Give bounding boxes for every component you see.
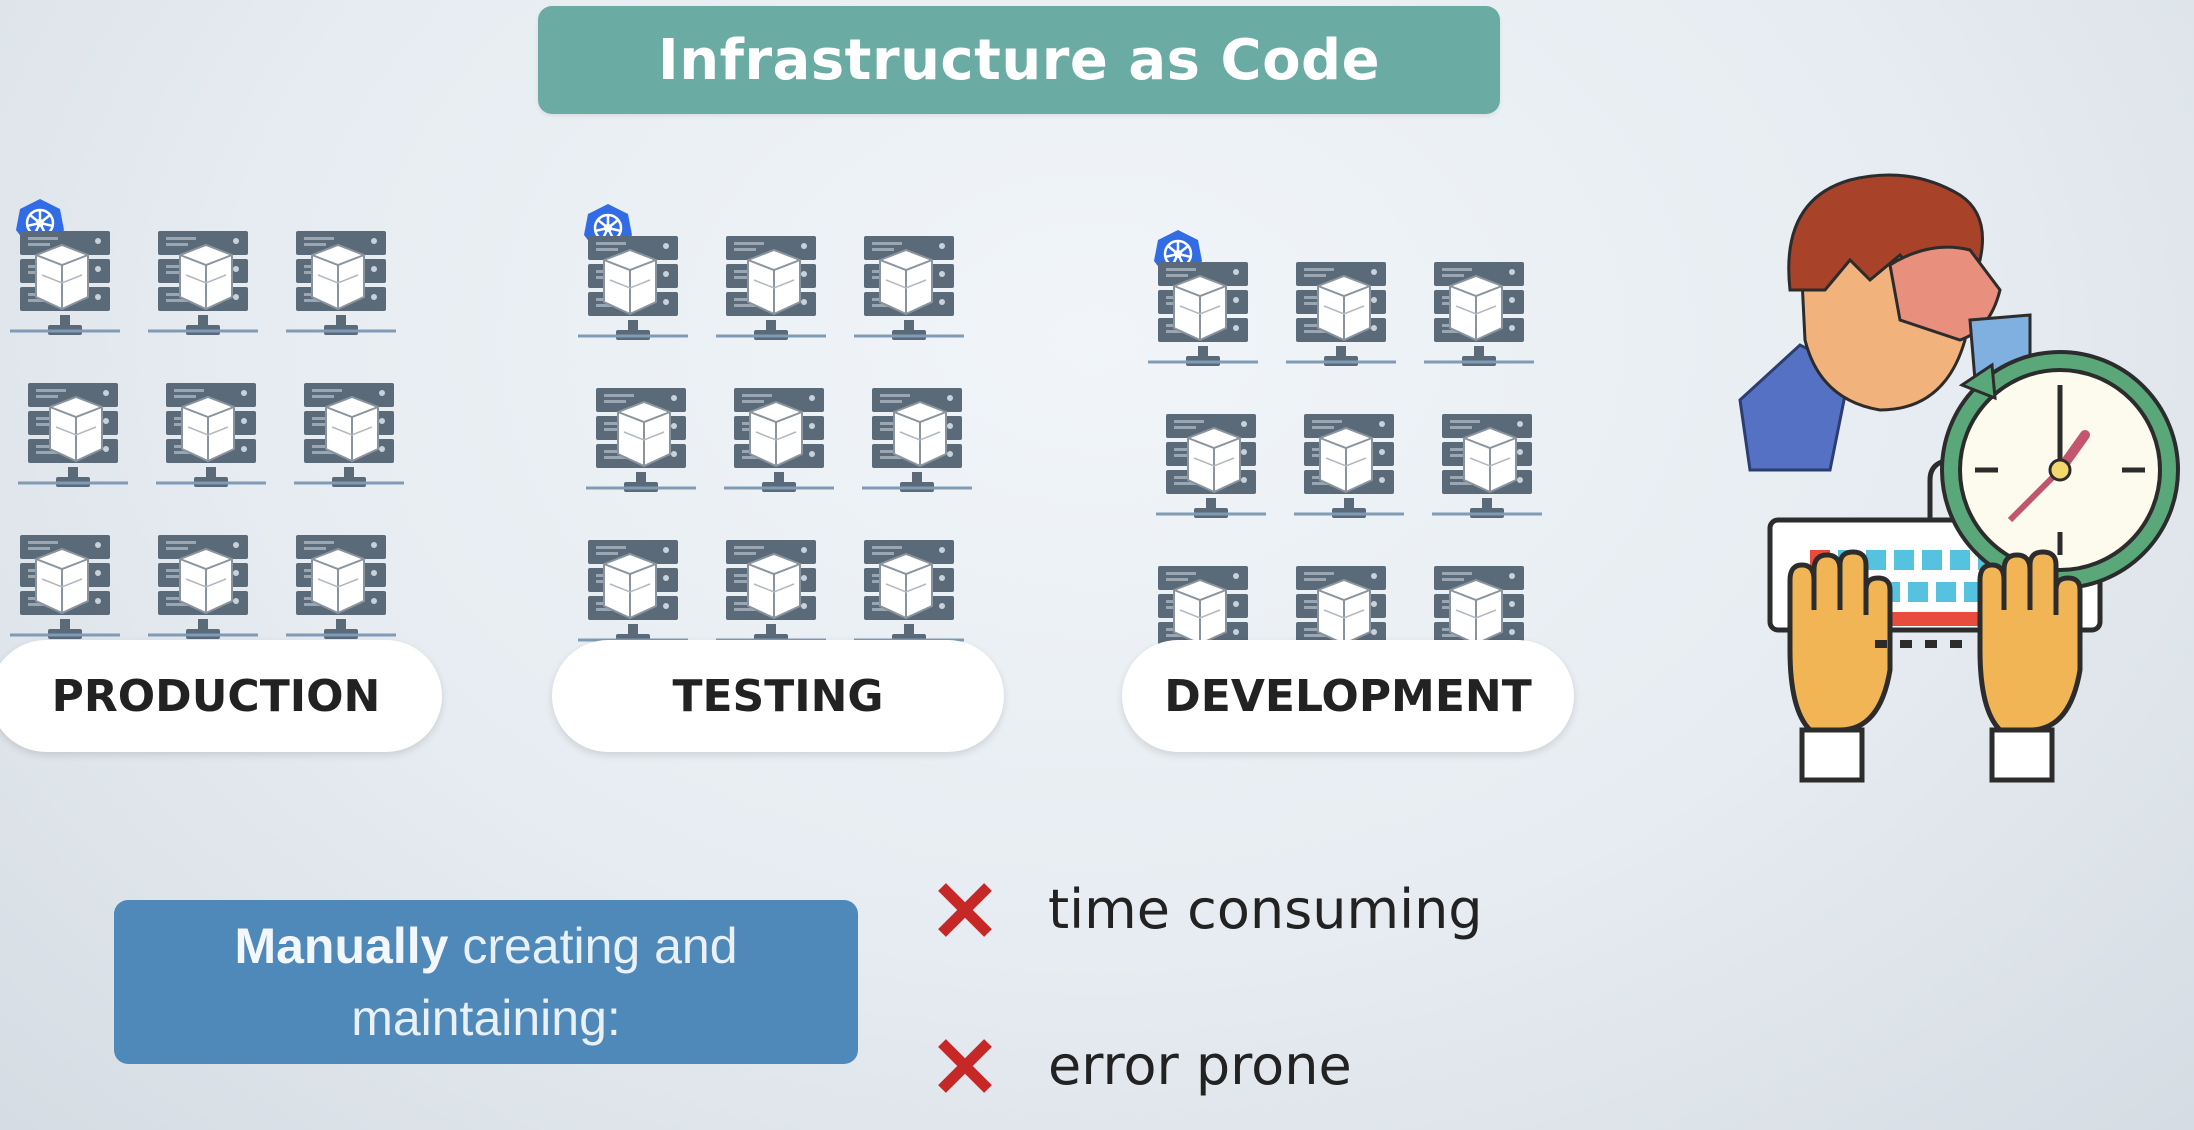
production-label: PRODUCTION bbox=[0, 640, 442, 752]
server-rack-icon bbox=[578, 230, 688, 350]
development-server-cluster bbox=[1148, 226, 1588, 696]
server-rack-icon bbox=[286, 225, 396, 345]
con-item: error prone bbox=[934, 1034, 1352, 1097]
con-text-time-consuming: time consuming bbox=[1048, 878, 1483, 941]
server-rack-icon bbox=[862, 382, 972, 502]
manual-process-box: Manually creating and maintaining: bbox=[114, 900, 858, 1064]
server-rack-icon bbox=[156, 377, 266, 497]
manual-box-line-1: Manually creating and bbox=[114, 910, 858, 982]
server-rack-icon bbox=[286, 529, 396, 649]
production-server-cluster bbox=[10, 195, 450, 665]
server-rack-icon bbox=[294, 377, 404, 497]
clock-icon bbox=[1940, 350, 2180, 590]
con-item: time consuming bbox=[934, 878, 1483, 941]
server-rack-icon bbox=[10, 225, 120, 345]
server-rack-icon bbox=[578, 534, 688, 654]
server-rack-icon bbox=[724, 382, 834, 502]
manual-box-line-2: maintaining: bbox=[351, 990, 621, 1046]
con-text-error-prone: error prone bbox=[1048, 1034, 1352, 1097]
server-rack-icon bbox=[854, 230, 964, 350]
stressed-developer-illustration bbox=[1738, 173, 2180, 783]
testing-label: TESTING bbox=[552, 640, 1004, 752]
red-x-icon bbox=[938, 1038, 992, 1093]
slide-title: Infrastructure as Code bbox=[538, 6, 1500, 114]
server-rack-icon bbox=[586, 382, 696, 502]
server-rack-icon bbox=[1424, 256, 1534, 376]
server-rack-icon bbox=[10, 529, 120, 649]
server-rack-icon bbox=[854, 534, 964, 654]
server-rack-icon bbox=[1156, 408, 1266, 528]
server-rack-icon bbox=[1294, 408, 1404, 528]
red-x-icon bbox=[938, 882, 992, 937]
server-rack-icon bbox=[716, 230, 826, 350]
hands-icon bbox=[1787, 549, 2083, 733]
server-rack-icon bbox=[1148, 256, 1258, 376]
person-hand-on-head bbox=[1888, 245, 2002, 342]
manual-bold-word: Manually bbox=[234, 918, 449, 974]
testing-server-cluster bbox=[578, 200, 1018, 670]
server-rack-icon bbox=[1432, 408, 1542, 528]
manual-line1-rest: creating and bbox=[448, 918, 738, 974]
server-rack-icon bbox=[18, 377, 128, 497]
server-rack-icon bbox=[148, 225, 258, 345]
server-rack-icon bbox=[148, 529, 258, 649]
server-rack-icon bbox=[1286, 256, 1396, 376]
development-label: DEVELOPMENT bbox=[1122, 640, 1574, 752]
server-rack-icon bbox=[716, 534, 826, 654]
